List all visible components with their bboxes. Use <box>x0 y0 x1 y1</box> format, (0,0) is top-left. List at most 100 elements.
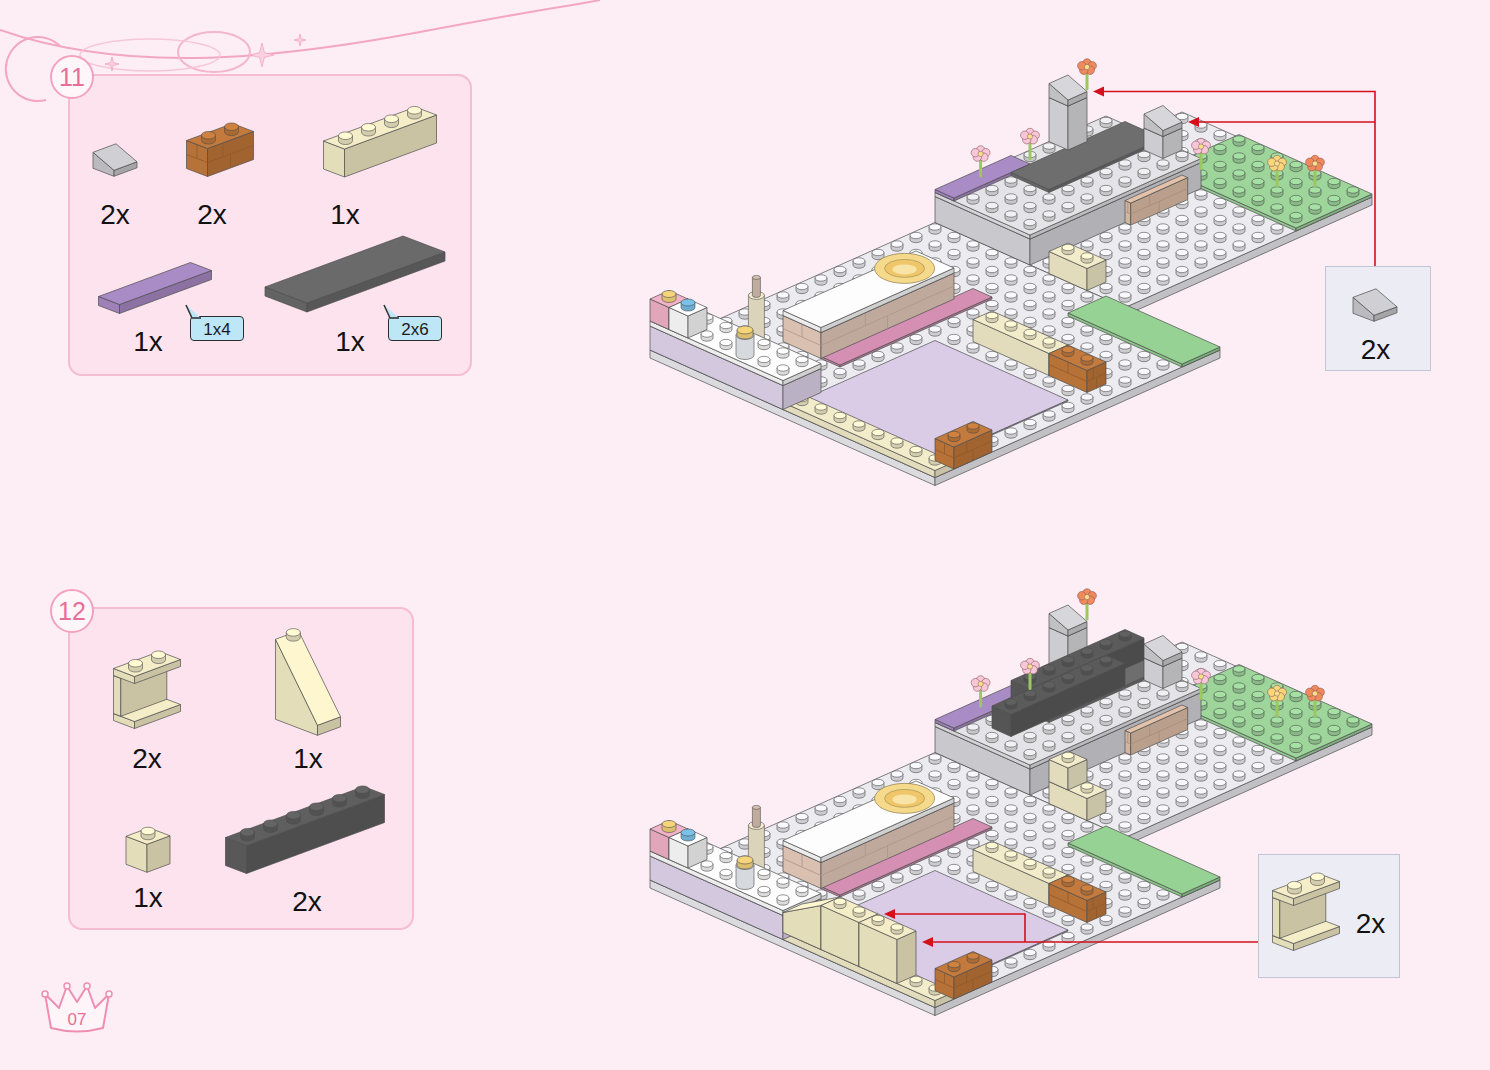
brick-stud-top <box>1119 907 1131 913</box>
brick-face <box>973 311 1068 354</box>
brick-stud-top <box>872 779 884 785</box>
brick-stud-top <box>1214 674 1226 680</box>
swirl-loop <box>178 32 250 72</box>
brick-stud-top <box>1176 249 1188 255</box>
brick-stud-top <box>796 813 808 819</box>
brick-stud-top <box>1290 161 1302 167</box>
brick-texture <box>1131 189 1188 215</box>
brick-face <box>114 652 181 677</box>
brick-stud-top <box>1195 652 1207 658</box>
brick-stud-top <box>796 356 808 362</box>
brick-stud-top <box>1062 864 1074 870</box>
brick-stud-top <box>720 322 732 328</box>
brick-stud-top <box>1176 779 1188 785</box>
brick-stud-top <box>1290 708 1302 714</box>
brick-stud-top <box>1157 160 1169 166</box>
brick-stud-top <box>891 771 903 777</box>
brick-stud-top <box>1119 805 1131 811</box>
brick-face <box>265 236 445 303</box>
brick-stud-top <box>929 241 941 247</box>
brick-face <box>99 263 212 305</box>
brick-stud-top <box>1157 275 1169 281</box>
brick-stud-top <box>1195 771 1207 777</box>
brick-stud-top <box>815 805 827 811</box>
brick-stud-top <box>1005 839 1017 845</box>
brick-stud-top <box>1005 822 1017 828</box>
brick-stud-top <box>1290 725 1302 731</box>
flower-center <box>1274 161 1279 166</box>
brick-stud-top <box>1119 360 1131 366</box>
brick-face <box>669 299 707 316</box>
brick-stud-top <box>853 907 865 913</box>
brick-stud-top <box>1005 805 1017 811</box>
panel-grounds <box>68 74 1431 978</box>
brick-stud-top <box>1043 326 1055 332</box>
brick-stud-top <box>1309 734 1321 740</box>
brick-stud-top <box>1252 691 1264 697</box>
brick-texture <box>1096 377 1097 388</box>
brick-stud-top <box>1157 224 1169 230</box>
brick-stud-top <box>1100 249 1112 255</box>
brick-stud-top <box>758 339 770 345</box>
flower-center <box>978 151 983 156</box>
brick-stud-top <box>141 827 155 835</box>
brick-stud-top <box>1024 300 1036 306</box>
brick-stud-top <box>1081 355 1093 361</box>
brick-stud-top <box>129 659 143 667</box>
brick-stud-top <box>872 429 884 435</box>
brick-stud-top <box>1005 321 1017 327</box>
brick-stud-top <box>1157 241 1169 247</box>
brick-stud-top <box>986 796 998 802</box>
brick-stud-top <box>264 820 278 828</box>
brick-stud-top <box>910 446 922 452</box>
brick-stud-top <box>1062 334 1074 340</box>
brick-stud-top <box>1233 170 1245 176</box>
brick-stud-top <box>1081 924 1093 930</box>
brick-stud-top <box>339 132 353 140</box>
brick-stud-top <box>1138 796 1150 802</box>
brick-stud-top <box>1328 708 1340 714</box>
brick-stud-top <box>910 232 922 238</box>
brick-stud-top <box>1024 329 1036 335</box>
brick-texture <box>1159 201 1160 212</box>
brick-stud-top <box>1214 130 1226 136</box>
brick-stud-top <box>1005 275 1017 281</box>
brick-stud-top <box>1138 762 1150 768</box>
brick-stud-top <box>1328 195 1340 201</box>
brick-stud-top <box>1214 178 1226 184</box>
brick-stud-top <box>1119 890 1131 896</box>
callout-fill <box>1325 266 1431 371</box>
dish <box>893 264 917 274</box>
parts-panel-fill <box>68 74 472 376</box>
brick-stud-top <box>1233 754 1245 760</box>
brick-stud-top <box>1138 266 1150 272</box>
brick-stud-top <box>1214 708 1226 714</box>
brick-texture <box>966 441 967 452</box>
brick-stud-top <box>1024 847 1036 853</box>
brick-face <box>126 828 170 845</box>
brick-stud-top <box>1288 881 1302 889</box>
brick-stud-top <box>1043 338 1055 344</box>
brick-stud-top <box>777 822 789 828</box>
brick-stud-top <box>720 339 732 345</box>
round-piece-top <box>662 291 676 298</box>
brick-stud-top <box>777 292 789 298</box>
brick-face <box>187 124 254 149</box>
brick-stud-top <box>872 915 884 921</box>
brick-stud-top <box>1138 813 1150 819</box>
flower-center <box>1312 161 1317 166</box>
brick-stud-top <box>1081 822 1093 828</box>
brick-stud-top <box>1290 178 1302 184</box>
brick-stud-top <box>1024 283 1036 289</box>
brick-stud-top <box>1100 117 1112 123</box>
brick-stud-top <box>1119 258 1131 264</box>
brick-stud-top <box>1005 292 1017 298</box>
brick-stud-top <box>948 249 960 255</box>
brick-face <box>1125 201 1131 226</box>
slope-face <box>1353 289 1397 316</box>
brick-stud-top <box>1309 204 1321 210</box>
brick-stud-top <box>152 651 166 659</box>
brick-texture <box>222 143 223 157</box>
brick-stud-top <box>1119 771 1131 777</box>
